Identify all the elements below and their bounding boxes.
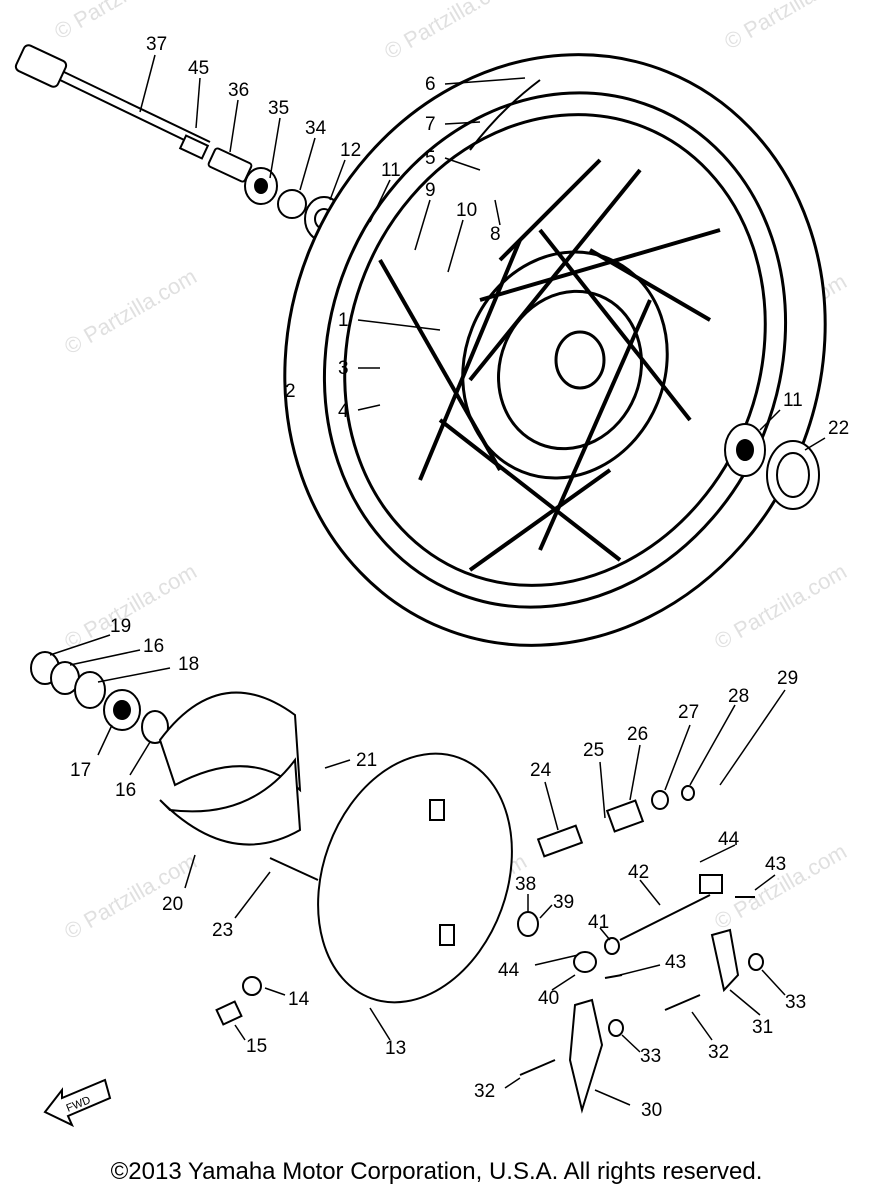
callout-36: 36 — [228, 80, 249, 101]
callout-41: 41 — [588, 912, 609, 933]
callout-38: 38 — [515, 874, 536, 895]
callout-35: 35 — [268, 98, 289, 119]
callout-10: 10 — [456, 200, 477, 221]
hub-bearing-seal — [724, 423, 820, 510]
callout-43b: 43 — [665, 952, 686, 973]
callout-19: 19 — [110, 616, 131, 637]
brake-backing-plate — [317, 752, 513, 1004]
callout-37: 37 — [146, 34, 167, 55]
callout-numbers: 37 45 36 35 34 12 11 9 10 8 6 7 5 1 3 2 … — [70, 34, 849, 1121]
callout-14: 14 — [288, 989, 310, 1010]
callout-22: 22 — [828, 418, 849, 439]
callout-7: 7 — [425, 114, 436, 135]
watermark: © Partzilla.com — [710, 839, 851, 935]
brake-side-bearing-stack — [30, 651, 169, 744]
callout-1: 1 — [338, 310, 349, 331]
callout-33b: 33 — [640, 1046, 661, 1067]
forward-arrow-icon: FWD — [43, 1078, 112, 1128]
callout-43: 43 — [765, 854, 786, 875]
callout-25: 25 — [583, 740, 604, 761]
watermark: © Partzilla.com — [60, 264, 201, 360]
callout-5: 5 — [425, 148, 436, 169]
callout-13: 13 — [385, 1038, 406, 1059]
callout-42: 42 — [628, 862, 649, 883]
copyright-notice: ©2013 Yamaha Motor Corporation, U.S.A. A… — [110, 1158, 763, 1185]
callout-3: 3 — [338, 358, 349, 379]
callout-27: 27 — [678, 702, 699, 723]
callout-16b: 16 — [115, 780, 136, 801]
callout-20: 20 — [162, 894, 183, 915]
watermark: © Partzilla.com — [380, 0, 521, 64]
callout-9: 9 — [425, 180, 436, 201]
callout-44: 44 — [718, 829, 740, 850]
callout-26: 26 — [627, 724, 648, 745]
callout-8: 8 — [490, 224, 501, 245]
callout-31: 31 — [752, 1017, 773, 1038]
callout-18: 18 — [178, 654, 199, 675]
callout-30: 30 — [641, 1100, 662, 1121]
wheel-assembly — [283, 53, 827, 647]
callout-23: 23 — [212, 920, 233, 941]
callout-29: 29 — [777, 668, 798, 689]
callout-17: 17 — [70, 760, 91, 781]
brake-cam-parts — [215, 785, 764, 1114]
callout-32b: 32 — [474, 1081, 495, 1102]
axle — [14, 44, 211, 160]
callout-40: 40 — [538, 988, 559, 1009]
callout-39: 39 — [553, 892, 574, 913]
callout-11b: 11 — [783, 390, 803, 411]
callout-2: 2 — [285, 381, 296, 402]
callout-21: 21 — [356, 750, 377, 771]
watermark: © Partzilla.com — [710, 559, 851, 655]
watermark: © Partzilla.com — [50, 0, 191, 44]
callout-12: 12 — [340, 140, 361, 161]
leader-lines — [49, 54, 826, 1106]
callout-6: 6 — [425, 74, 436, 95]
callout-15: 15 — [246, 1036, 267, 1057]
callout-33: 33 — [785, 992, 806, 1013]
callout-28: 28 — [728, 686, 749, 707]
callout-11: 11 — [381, 160, 401, 181]
callout-45: 45 — [188, 58, 209, 79]
callout-16: 16 — [143, 636, 164, 657]
callout-24: 24 — [530, 760, 552, 781]
brake-shoes — [158, 691, 302, 846]
callout-4: 4 — [338, 401, 349, 422]
callout-32: 32 — [708, 1042, 729, 1063]
watermark: © Partzilla.com — [720, 0, 861, 54]
callout-34: 34 — [305, 118, 327, 139]
callout-44b: 44 — [498, 960, 520, 981]
watermark: © Partzilla.com — [60, 559, 201, 655]
exploded-parts-diagram: © Partzilla.com © Partzilla.com © Partzi… — [14, 0, 861, 1128]
